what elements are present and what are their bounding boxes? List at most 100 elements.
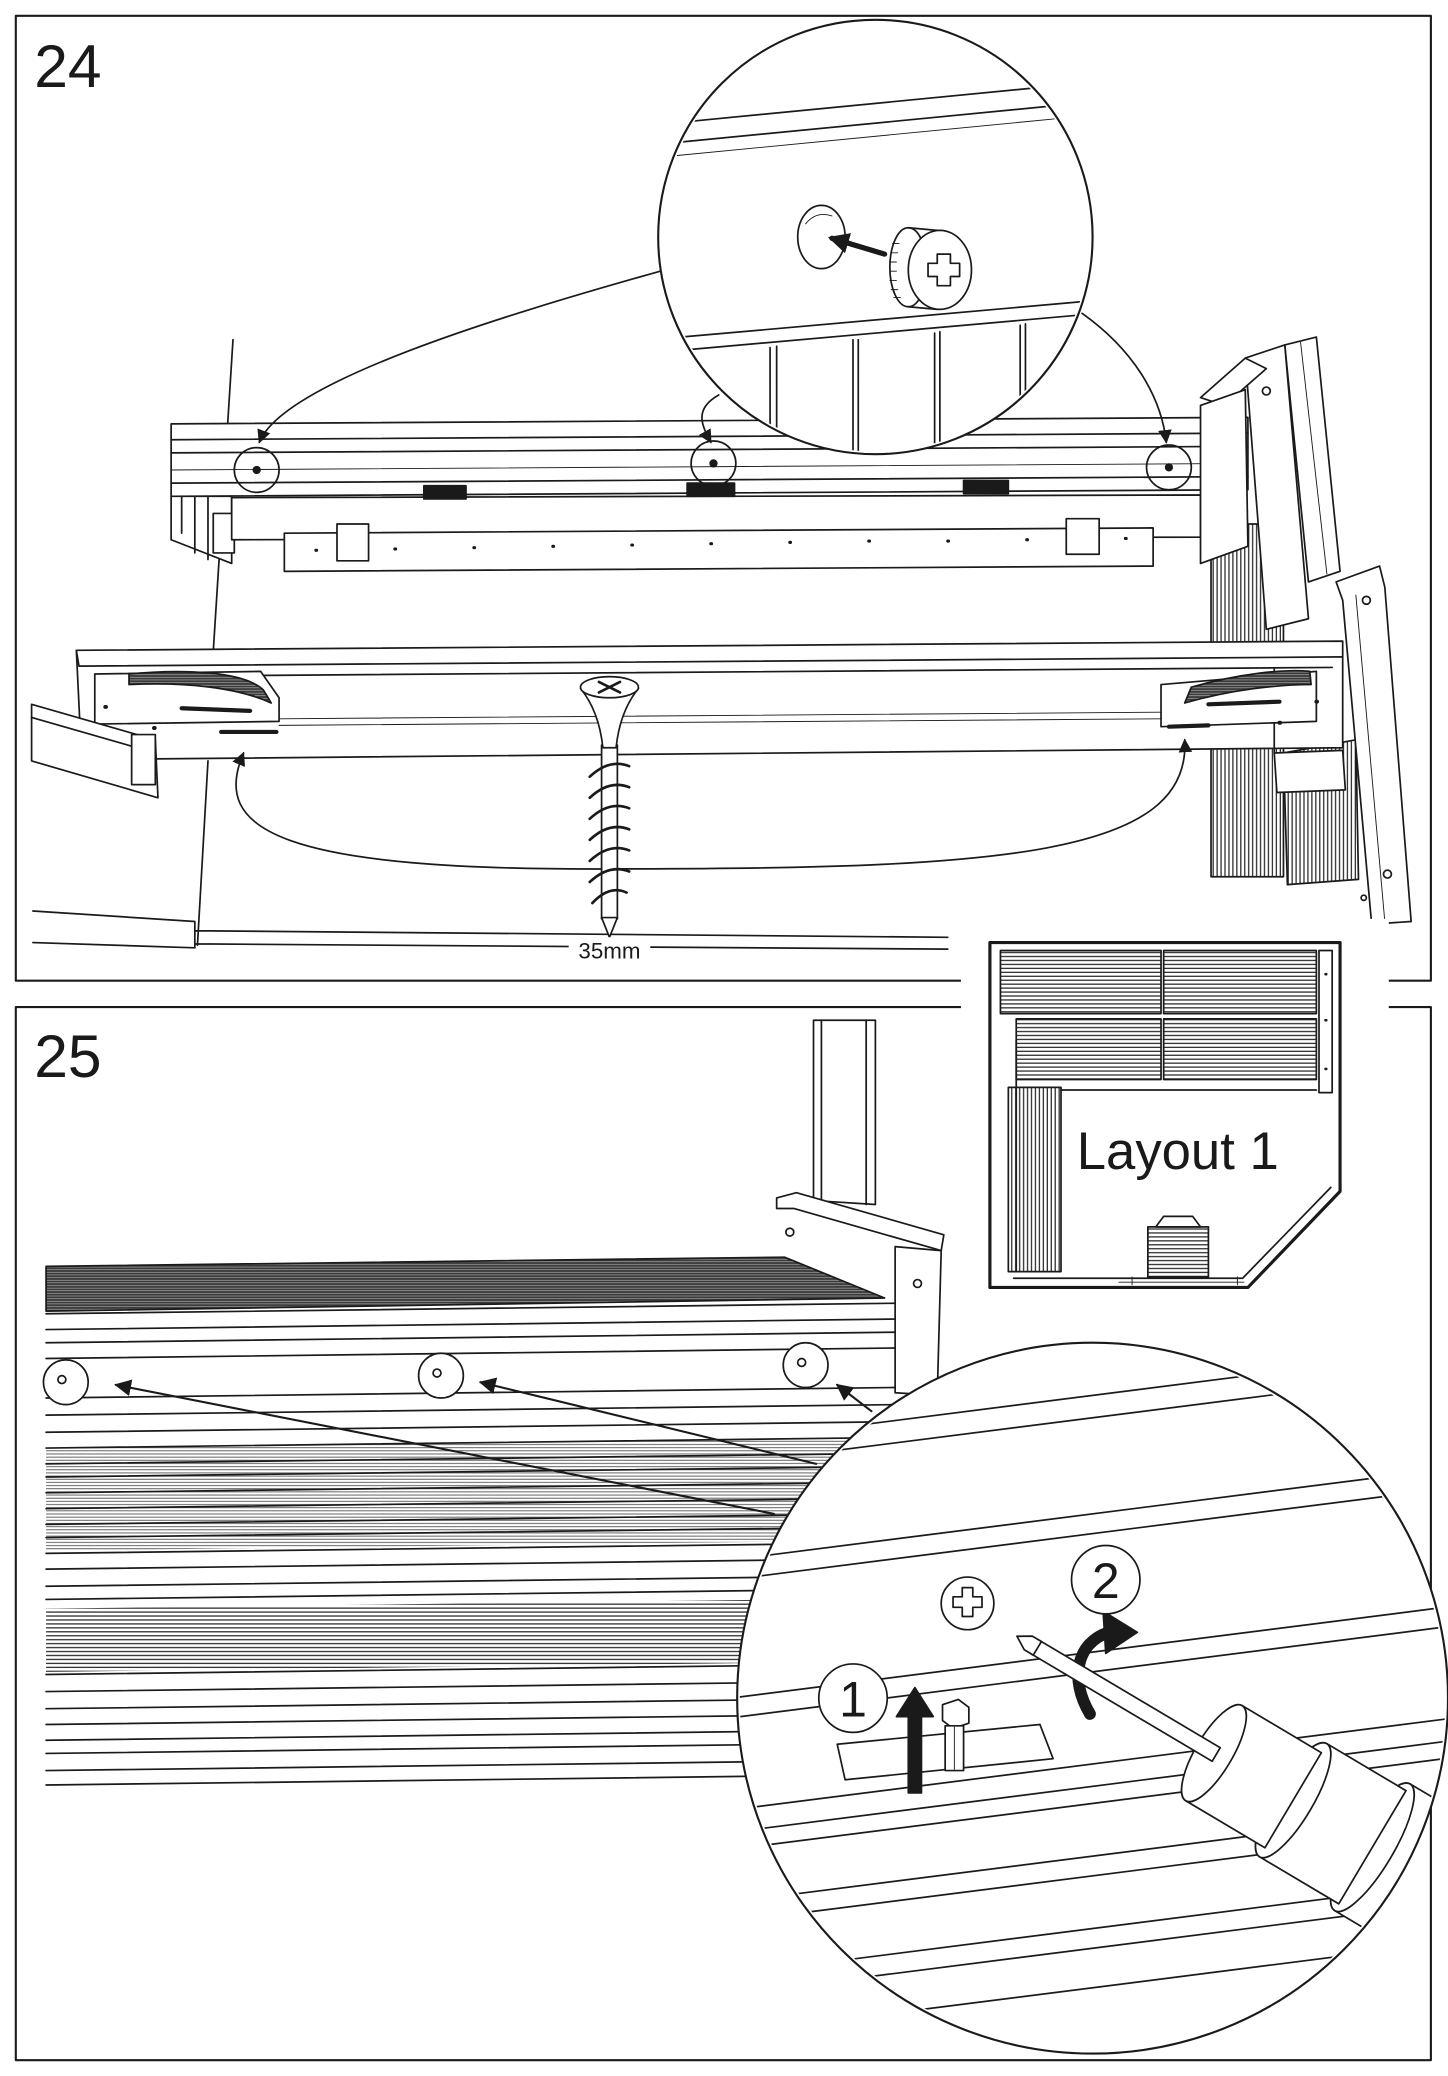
detail-pointer-arrow xyxy=(835,1383,873,1413)
back-panel-slats xyxy=(769,323,1027,452)
post-bolt xyxy=(912,1278,923,1289)
cam-hole-ring xyxy=(233,446,280,494)
corner-post-edges xyxy=(820,1019,868,1206)
cam-hole-marker xyxy=(417,1352,465,1399)
wood-screw-head xyxy=(579,687,640,749)
inset-appliance-icon xyxy=(1147,1215,1210,1278)
cam-hole xyxy=(709,459,718,468)
rail-edge-lines xyxy=(660,80,1090,354)
cam-hole-marker xyxy=(690,440,737,487)
shelf-slot xyxy=(686,482,736,498)
loose-board-body xyxy=(30,703,159,799)
frame-bolt xyxy=(1261,386,1272,396)
inset-inner-edge xyxy=(1015,1039,1318,1272)
worktop-slat-lines xyxy=(45,1302,896,1786)
cam-lock-knurl xyxy=(889,243,901,299)
callout-1-circle xyxy=(817,1663,889,1734)
cam-hole-ring xyxy=(1145,444,1193,491)
magnifier-content: 1 2 xyxy=(739,1348,1446,2035)
cam-lock-cross-icon xyxy=(952,1586,983,1618)
screw-label-background xyxy=(568,937,651,964)
magnifier-circle xyxy=(657,18,1094,456)
corner-post xyxy=(775,1019,945,1397)
cam-hole-marker xyxy=(233,446,280,494)
mounting-batten xyxy=(283,517,1154,573)
pocket-screw-heads xyxy=(1277,699,1319,725)
shelf-slot xyxy=(962,479,1010,495)
rail-end-blocks xyxy=(170,495,236,565)
magnifier-leader-line xyxy=(1081,312,1172,444)
step-25-panel: 25 xyxy=(14,1006,1448,2062)
inset-left-slats xyxy=(1007,1086,1062,1273)
inset-chamfer-inner xyxy=(1012,1186,1332,1280)
front-rail-groove xyxy=(278,711,1162,726)
cam-hole-inner-edge xyxy=(805,213,833,225)
callout-1: 1 xyxy=(817,1663,889,1734)
layout-label: Layout 1 xyxy=(1077,1122,1279,1181)
inset-post-dots xyxy=(1324,972,1328,1071)
top-rail-fine-groove xyxy=(170,462,1249,471)
post-bolt xyxy=(785,1227,795,1237)
lift-arrow-icon xyxy=(895,1686,935,1794)
side-board xyxy=(1199,388,1249,565)
frame-bolt xyxy=(1361,595,1372,606)
pocket-hole-right-shadow xyxy=(1183,669,1312,704)
detail-pointer-arrow xyxy=(478,1377,818,1465)
cam-lock-cross-icon xyxy=(927,253,961,287)
step-25-number: 25 xyxy=(34,1022,101,1090)
lift-arrow-shaft xyxy=(907,1710,923,1794)
rail-end-board xyxy=(1273,749,1347,794)
cam-hole-marker xyxy=(1145,444,1193,491)
loose-board-block xyxy=(130,733,157,786)
screw-length-label: 35mm xyxy=(578,938,640,963)
callout-2-circle xyxy=(1070,1544,1141,1615)
lift-arrow-head xyxy=(895,1686,935,1718)
inset-worktop-slats xyxy=(1162,1018,1318,1081)
pocket-screws-left xyxy=(103,704,279,735)
pocket-screw xyxy=(1166,699,1282,729)
callout-1-number: 1 xyxy=(839,1672,867,1728)
frame-bolt xyxy=(1382,869,1393,879)
cam-hole xyxy=(1164,463,1174,472)
cam-hole xyxy=(796,1357,807,1368)
frame-bolt xyxy=(1360,894,1368,902)
worktop-grain-band xyxy=(46,1598,896,1672)
shelf-slot xyxy=(423,484,467,500)
inset-worktop-slats xyxy=(1162,949,1318,1015)
step-24-panel: 24 xyxy=(14,14,1432,982)
rail-end-slats xyxy=(180,495,209,561)
screwdriver-tip xyxy=(1016,1635,1043,1656)
callout-2-number: 2 xyxy=(1092,1553,1120,1609)
front-rail xyxy=(75,640,1347,794)
rail-fine-line xyxy=(660,114,1090,159)
batten-block-right xyxy=(1065,517,1101,556)
wood-screw-tip xyxy=(600,916,619,939)
floor-edge xyxy=(32,910,949,951)
corner-post-body xyxy=(812,1019,877,1206)
front-upright-edge xyxy=(1355,594,1386,922)
wood-screw-cross-recess xyxy=(597,680,622,694)
instruction-sheet: 24 xyxy=(14,14,1448,2062)
upright-post-front xyxy=(1244,344,1310,631)
pocket-screw xyxy=(179,706,279,735)
layout-1-inset: Layout 1 xyxy=(960,918,1389,1317)
step-25-frame xyxy=(14,1006,1432,2062)
cam-hole-marker xyxy=(42,1358,90,1406)
insert-direction-arrow xyxy=(827,233,888,257)
callout-2: 2 xyxy=(1070,1544,1141,1615)
pocket-screw-heads xyxy=(103,704,157,730)
rotate-arrow-head xyxy=(1102,1610,1139,1655)
front-upright xyxy=(1335,565,1412,925)
top-rail xyxy=(170,416,1249,498)
cam-hole xyxy=(432,1368,442,1378)
inset-worktop-slats xyxy=(999,949,1162,1015)
wood-screw-threads xyxy=(588,762,631,905)
pocket-screws-right xyxy=(1166,699,1319,729)
cam-bolt-head xyxy=(941,1698,970,1730)
magnifier-leader-line xyxy=(698,394,720,444)
batten-holes xyxy=(314,536,1128,552)
appliance-body xyxy=(1147,1226,1210,1278)
worktop-top-grain xyxy=(45,1256,886,1313)
corner-post-leg xyxy=(894,1245,943,1397)
